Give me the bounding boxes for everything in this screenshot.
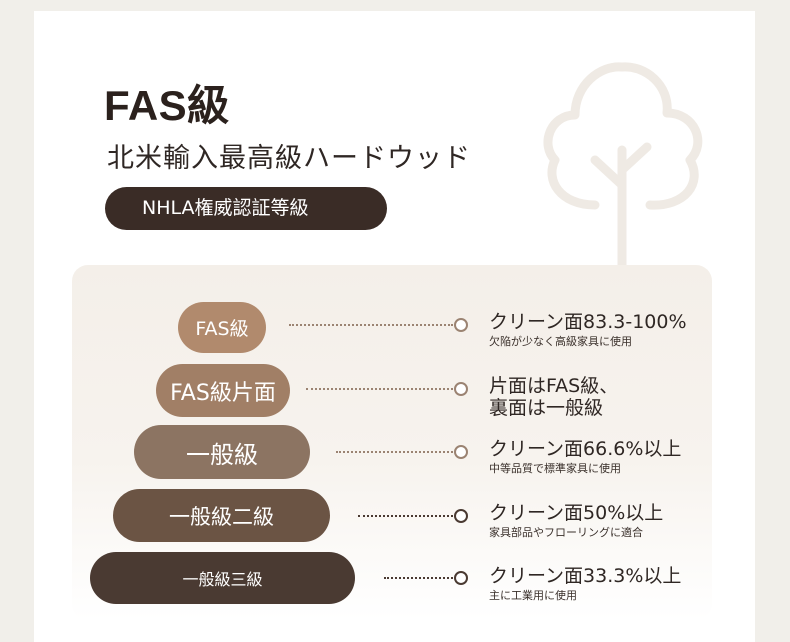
page-title: FAS級 bbox=[104, 82, 230, 129]
connector-line bbox=[358, 515, 453, 517]
tier-fas: FAS級 bbox=[178, 302, 266, 353]
description-sub: 主に工業用に使用 bbox=[489, 589, 577, 602]
tier-fas-one-face: FAS級片面 bbox=[156, 364, 290, 417]
description-sub: 欠陥が少なく高級家具に使用 bbox=[489, 335, 632, 348]
connector-dot bbox=[454, 571, 468, 585]
connector-line bbox=[289, 324, 453, 326]
connector-dot bbox=[454, 318, 468, 332]
tier-fas-description: クリーン面83.3-100% 欠陥が少なく高級家具に使用 bbox=[489, 311, 687, 349]
connector-dot bbox=[454, 445, 468, 459]
description-sub: 中等品質で標準家具に使用 bbox=[489, 462, 621, 475]
description-main: クリーン面50%以上 bbox=[489, 502, 664, 524]
description-main: 片面はFAS級、 bbox=[489, 375, 619, 397]
tier-common-3: 一般級三級 bbox=[90, 552, 355, 604]
connector-line bbox=[336, 451, 453, 453]
tier-common-2: 一般級二級 bbox=[113, 489, 330, 542]
tier-common-3-description: クリーン面33.3%以上 主に工業用に使用 bbox=[489, 565, 681, 603]
connector-dot bbox=[454, 382, 468, 396]
description-main: クリーン面66.6%以上 bbox=[489, 438, 682, 460]
description-main-line2: 裏面は一般級 bbox=[489, 397, 604, 419]
tier-common-2-description: クリーン面50%以上 家具部品やフローリングに適合 bbox=[489, 502, 663, 540]
certification-badge: NHLA権威認証等級 bbox=[105, 187, 387, 230]
tier-common: 一般級 bbox=[134, 425, 310, 479]
description-main: クリーン面33.3%以上 bbox=[489, 565, 682, 587]
connector-line bbox=[306, 388, 453, 390]
connector-line bbox=[384, 577, 453, 579]
description-main: クリーン面83.3-100% bbox=[489, 311, 687, 333]
page-subtitle: 北米輸入最高級ハードウッド bbox=[107, 143, 471, 174]
description-sub: 家具部品やフローリングに適合 bbox=[489, 526, 643, 539]
connector-dot bbox=[454, 509, 468, 523]
tier-common-description: クリーン面66.6%以上 中等品質で標準家具に使用 bbox=[489, 438, 681, 476]
tier-fas-one-face-description: 片面はFAS級、 裏面は一般級 bbox=[489, 375, 618, 419]
tree-icon bbox=[543, 62, 703, 270]
